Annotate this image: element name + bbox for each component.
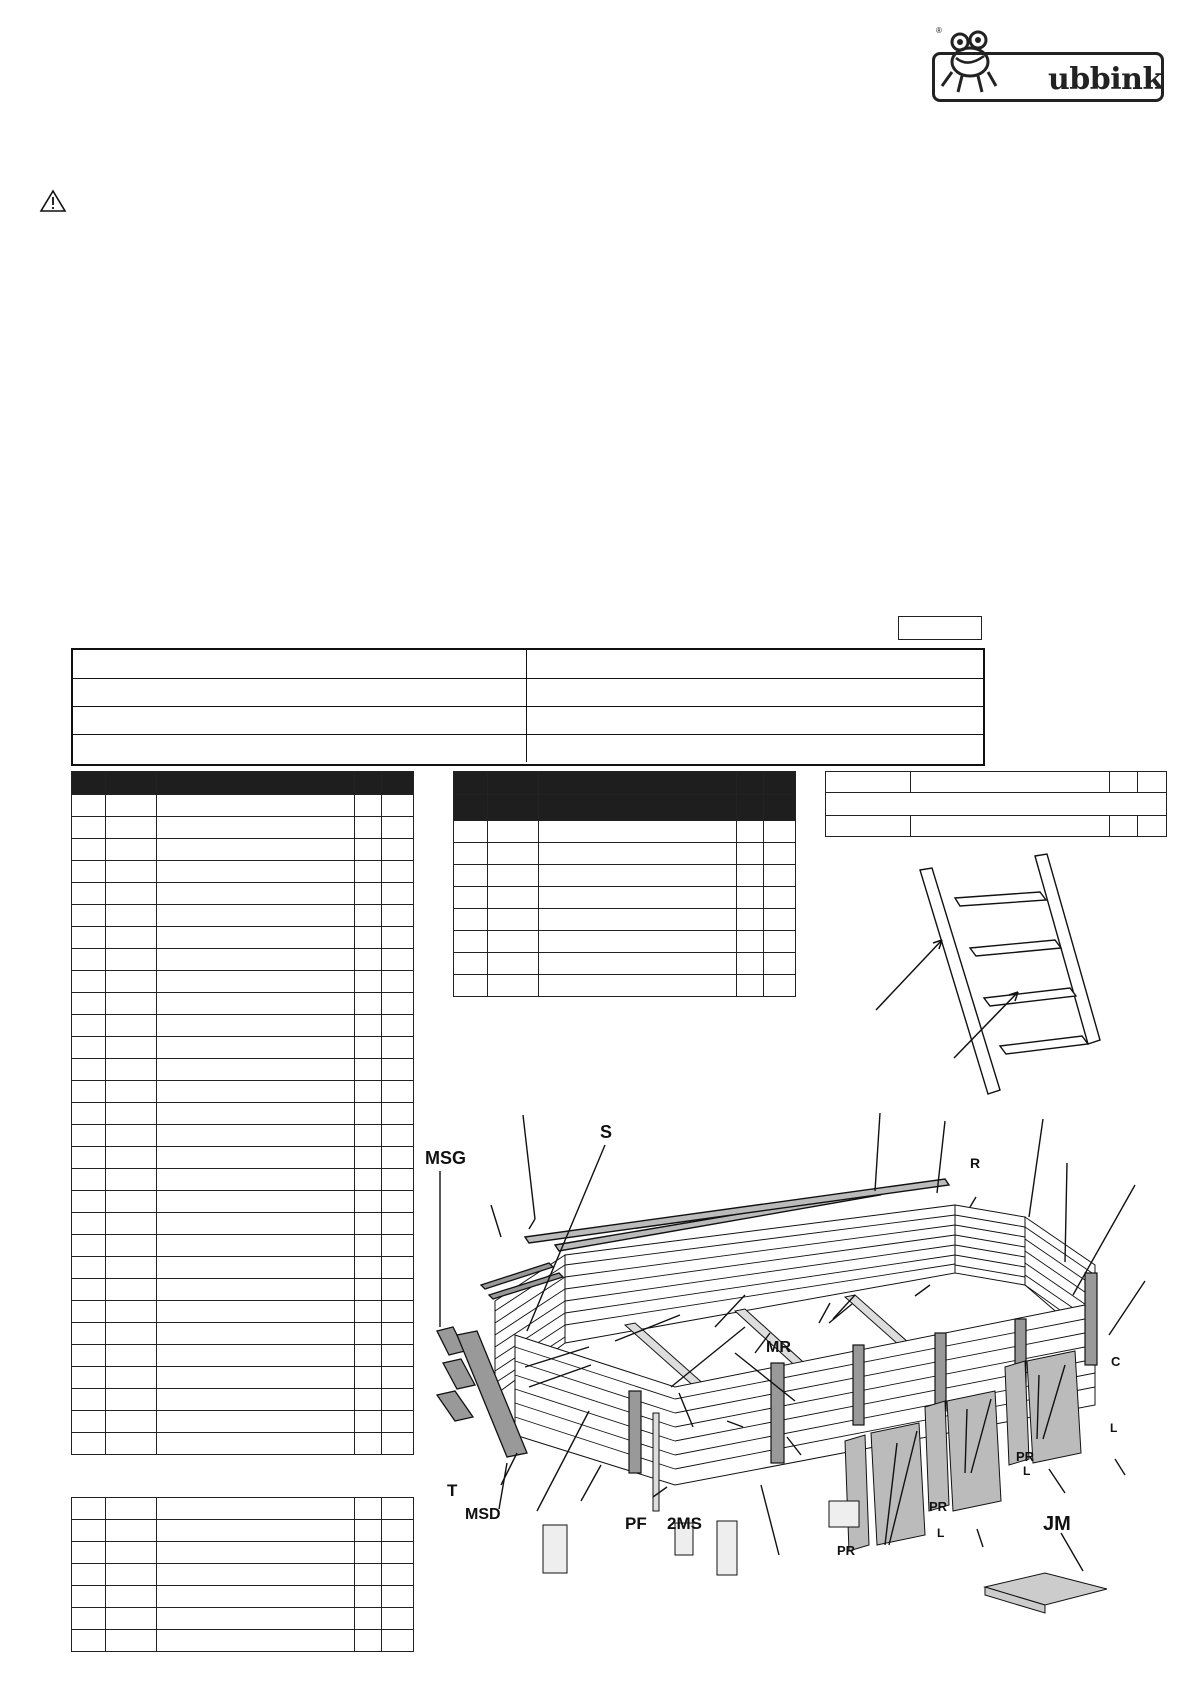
table-row [71,1124,414,1147]
ladder-table [824,771,1168,837]
table-row [71,1322,414,1345]
info-row [73,734,983,762]
label-c: C [1111,1354,1121,1369]
info-row [73,706,983,735]
registered-mark: ® [936,26,942,35]
table-row [71,1629,414,1652]
table-row [71,1366,414,1389]
label-l: L [1023,1464,1030,1478]
table-header-row [71,771,414,795]
parts-table-bottom [71,1497,414,1652]
table-row [71,1410,414,1433]
table-row [71,1585,414,1608]
table-row [71,1432,414,1455]
label-pr: PR [837,1543,856,1558]
label-s: S [600,1122,612,1142]
table-row [71,1014,414,1037]
table-row [71,1102,414,1125]
table-row [71,1058,414,1081]
table-row [71,1190,414,1213]
table-row [71,1168,414,1191]
parts-table-middle [453,771,796,997]
table-row [824,815,1168,837]
table-row [453,908,796,931]
label-l: L [937,1526,944,1540]
table-row [71,970,414,993]
parts-table-left [71,771,414,1455]
brand-logo: ® ubbink [928,24,1164,104]
label-pr: PR [929,1499,948,1514]
brand-name: ubbink [1048,62,1163,97]
table-header-row [453,794,796,821]
label-mr: MR [766,1339,791,1356]
label-l: L [1110,1421,1117,1435]
table-row [71,948,414,971]
table-header-row [453,771,796,795]
table-row [71,1080,414,1103]
table-row [453,930,796,953]
table-row [71,1519,414,1542]
table-row [71,1212,414,1235]
info-row [73,650,983,679]
table-row [71,1300,414,1323]
table-row [71,882,414,905]
table-row [71,1256,414,1279]
table-row [71,1563,414,1586]
table-row [453,820,796,843]
label-pr: PR [1016,1449,1035,1464]
logo-frame [932,52,1164,102]
table-row [71,838,414,861]
ladder-illustration [875,853,1101,1095]
table-row [71,926,414,949]
label-pf: PF [625,1514,647,1533]
table-row [71,1497,414,1520]
warning-triangle-icon [39,189,67,212]
reference-box [898,616,982,640]
label-msg: MSG [425,1148,466,1168]
table-row [453,864,796,887]
table-row [453,952,796,975]
table-row [71,1146,414,1169]
frog-icon [940,30,998,93]
table-row [71,1278,414,1301]
label-r: R [970,1155,980,1171]
table-row [71,1234,414,1257]
pool-assembly-diagram: MSG S R MR C T MSD PF 2MS PR PR PR L L L… [425,1112,1146,1614]
table-row [825,792,1167,816]
table-row [71,860,414,883]
table-row [453,886,796,909]
label-msd: MSD [465,1506,501,1523]
table-row [71,1036,414,1059]
table-row [71,1388,414,1411]
table-row [453,974,796,997]
table-row [71,794,414,817]
table-row [71,1607,414,1630]
table-row [71,1541,414,1564]
info-row [73,678,983,707]
table-row [71,816,414,839]
info-table [71,648,985,766]
table-row [824,771,1168,793]
label-jm: JM [1043,1513,1071,1535]
label-t: T [447,1481,458,1500]
table-row [453,842,796,865]
table-row [71,992,414,1015]
table-row [71,1344,414,1367]
label-2ms: 2MS [667,1514,702,1533]
table-row [71,904,414,927]
